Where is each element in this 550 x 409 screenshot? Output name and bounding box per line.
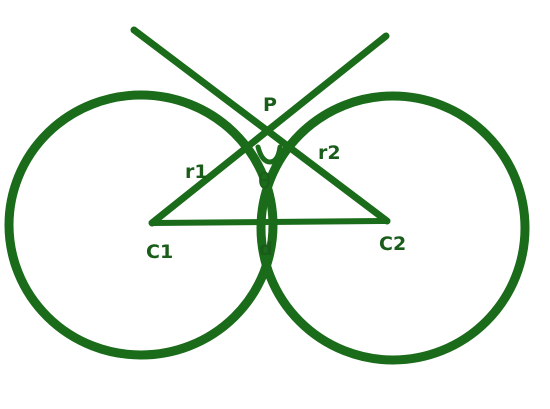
tangent-line-2 [148, 32, 390, 227]
tangent-line-1 [130, 26, 391, 225]
angle-arc [255, 144, 283, 165]
label-center-1: C1 [146, 241, 173, 263]
circle-2 [256, 91, 530, 365]
label-center-2: C2 [379, 233, 406, 255]
label-radius-2: r2 [318, 142, 341, 164]
labels: P r1 r2 θ C1 C2 d [146, 94, 406, 263]
label-distance: d [259, 238, 273, 260]
center-line [149, 218, 390, 226]
label-point-p: P [263, 94, 277, 116]
geometry [4, 26, 530, 365]
circle-1 [4, 90, 278, 360]
label-angle: θ [258, 169, 271, 193]
label-radius-1: r1 [185, 161, 208, 183]
